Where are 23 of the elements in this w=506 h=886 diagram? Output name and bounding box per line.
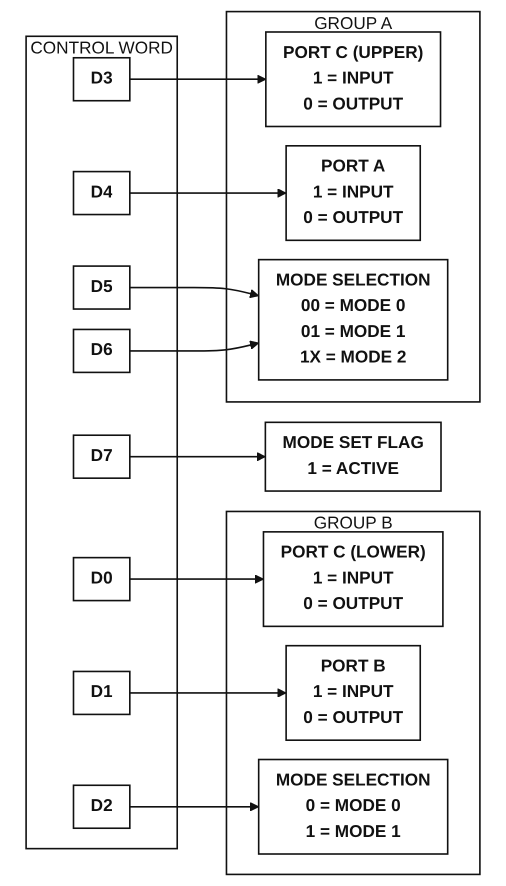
node-box: PORT B 1 = INPUT 0 = OUTPUT	[285, 644, 422, 741]
node-box: D1	[72, 670, 131, 716]
node-box: PORT A 1 = INPUT 0 = OUTPUT	[285, 145, 422, 242]
node-box: D6	[72, 328, 131, 374]
node-box: PORT C (LOWER) 1 = INPUT 0 = OUTPUT	[262, 531, 444, 628]
arrow	[130, 802, 260, 812]
arrow	[130, 688, 287, 698]
arrow	[130, 74, 266, 84]
node-box: D4	[72, 170, 131, 216]
node-box: PORT C (UPPER) 1 = INPUT 0 = OUTPUT	[265, 31, 442, 128]
node-box: MODE SET FLAG 1 = ACTIVE	[264, 422, 442, 492]
arrow	[130, 574, 264, 584]
arrow	[130, 452, 266, 462]
node-box: D7	[72, 434, 131, 479]
arrow	[130, 188, 287, 198]
arrow	[130, 286, 260, 298]
node-box: MODE SELECTION 00 = MODE 0 01 = MODE 1 1X = MODE 2	[258, 258, 448, 381]
node-box: D5	[72, 265, 131, 310]
arrow	[130, 340, 260, 352]
node-box: D0	[72, 556, 131, 602]
node-box: D3	[72, 56, 131, 102]
node-box: MODE SELECTION 0 = MODE 0 1 = MODE 1	[258, 758, 448, 855]
node-box: D2	[72, 784, 131, 830]
